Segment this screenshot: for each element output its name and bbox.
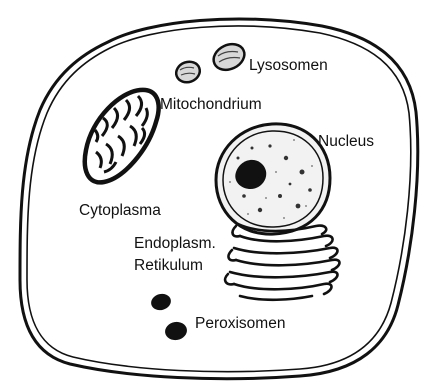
peroxisome-lower bbox=[164, 320, 189, 342]
nucleus bbox=[216, 124, 330, 234]
label-mitochondrion: Mitochondrium bbox=[160, 96, 262, 114]
label-cytoplasm: Cytoplasma bbox=[79, 202, 161, 220]
peroxisome-upper bbox=[149, 292, 172, 313]
mitochondrion bbox=[85, 90, 159, 183]
lysosome-large bbox=[209, 39, 248, 74]
label-peroxisomes: Peroxisomen bbox=[195, 315, 285, 333]
label-endoplasmic-line1: Endoplasm. bbox=[134, 235, 216, 253]
label-endoplasmic-line2: Retikulum bbox=[134, 257, 203, 275]
label-nucleus: Nucleus bbox=[318, 133, 374, 151]
endoplasmic-reticulum bbox=[225, 224, 339, 300]
lysosome-small bbox=[173, 58, 202, 85]
label-lysosomes: Lysosomen bbox=[249, 57, 328, 75]
